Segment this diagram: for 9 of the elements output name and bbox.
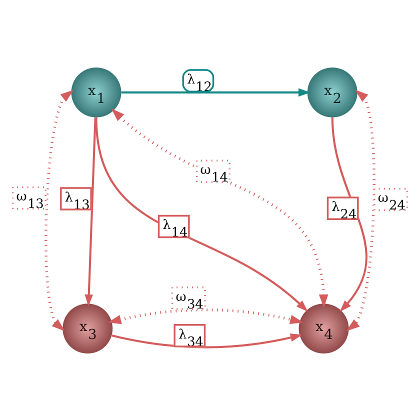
arrow (112, 333, 302, 348)
arrow (84, 116, 96, 306)
arrow (331, 116, 368, 312)
arrow (44, 89, 74, 331)
arrow (346, 89, 376, 331)
arrow (108, 308, 304, 324)
arrow (95, 116, 308, 312)
arrow (121, 88, 310, 96)
arrow (111, 108, 328, 308)
